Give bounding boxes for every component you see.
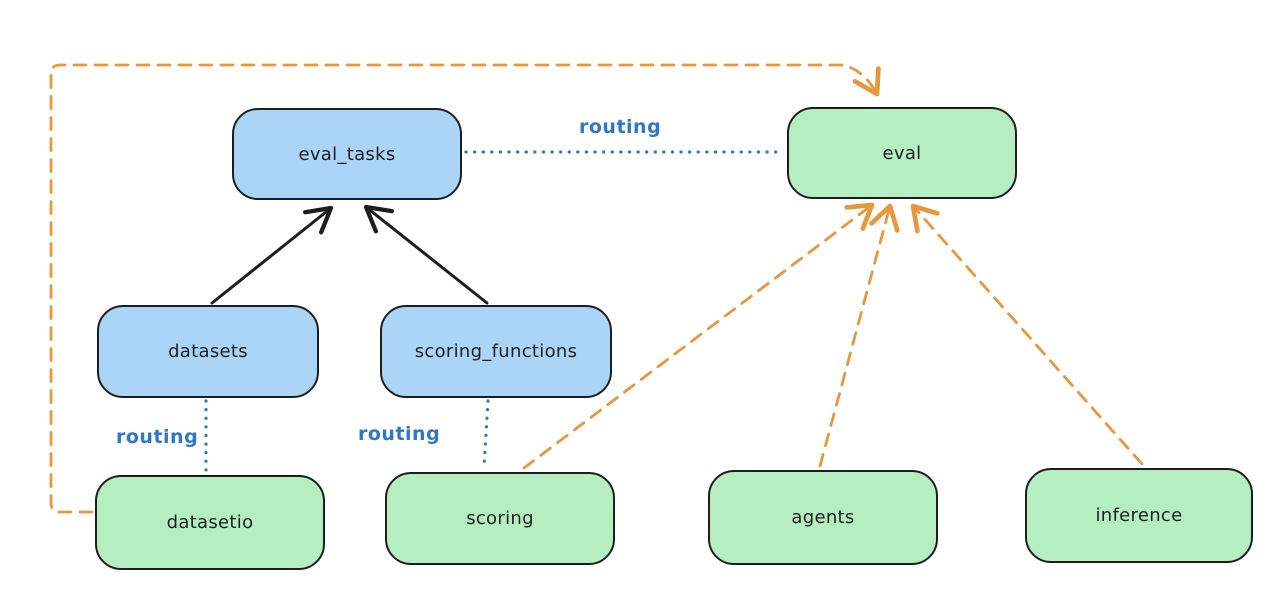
node-scoring-functions: scoring_functions (380, 305, 612, 398)
node-scoring: scoring (385, 472, 615, 565)
edge-agents-to-eval (818, 203, 900, 468)
node-inference: inference (1025, 468, 1253, 563)
routing-label-scoring-functions-scoring: routing (358, 423, 441, 445)
node-eval-tasks: eval_tasks (232, 108, 462, 200)
edge-inference-to-eval (910, 203, 1144, 466)
edge-scoring-functions-to-eval-tasks (363, 204, 489, 305)
node-eval: eval (787, 107, 1017, 199)
edge-datasets-to-eval-tasks (210, 205, 334, 305)
routing-label-datasets-datasetio: routing (116, 426, 199, 448)
node-datasets: datasets (97, 305, 319, 398)
node-datasetio: datasetio (95, 475, 325, 570)
node-agents: agents (708, 470, 938, 565)
edge-scoring-functions-to-scoring-routing (482, 399, 490, 469)
routing-label-eval-tasks-eval: routing (579, 116, 662, 138)
